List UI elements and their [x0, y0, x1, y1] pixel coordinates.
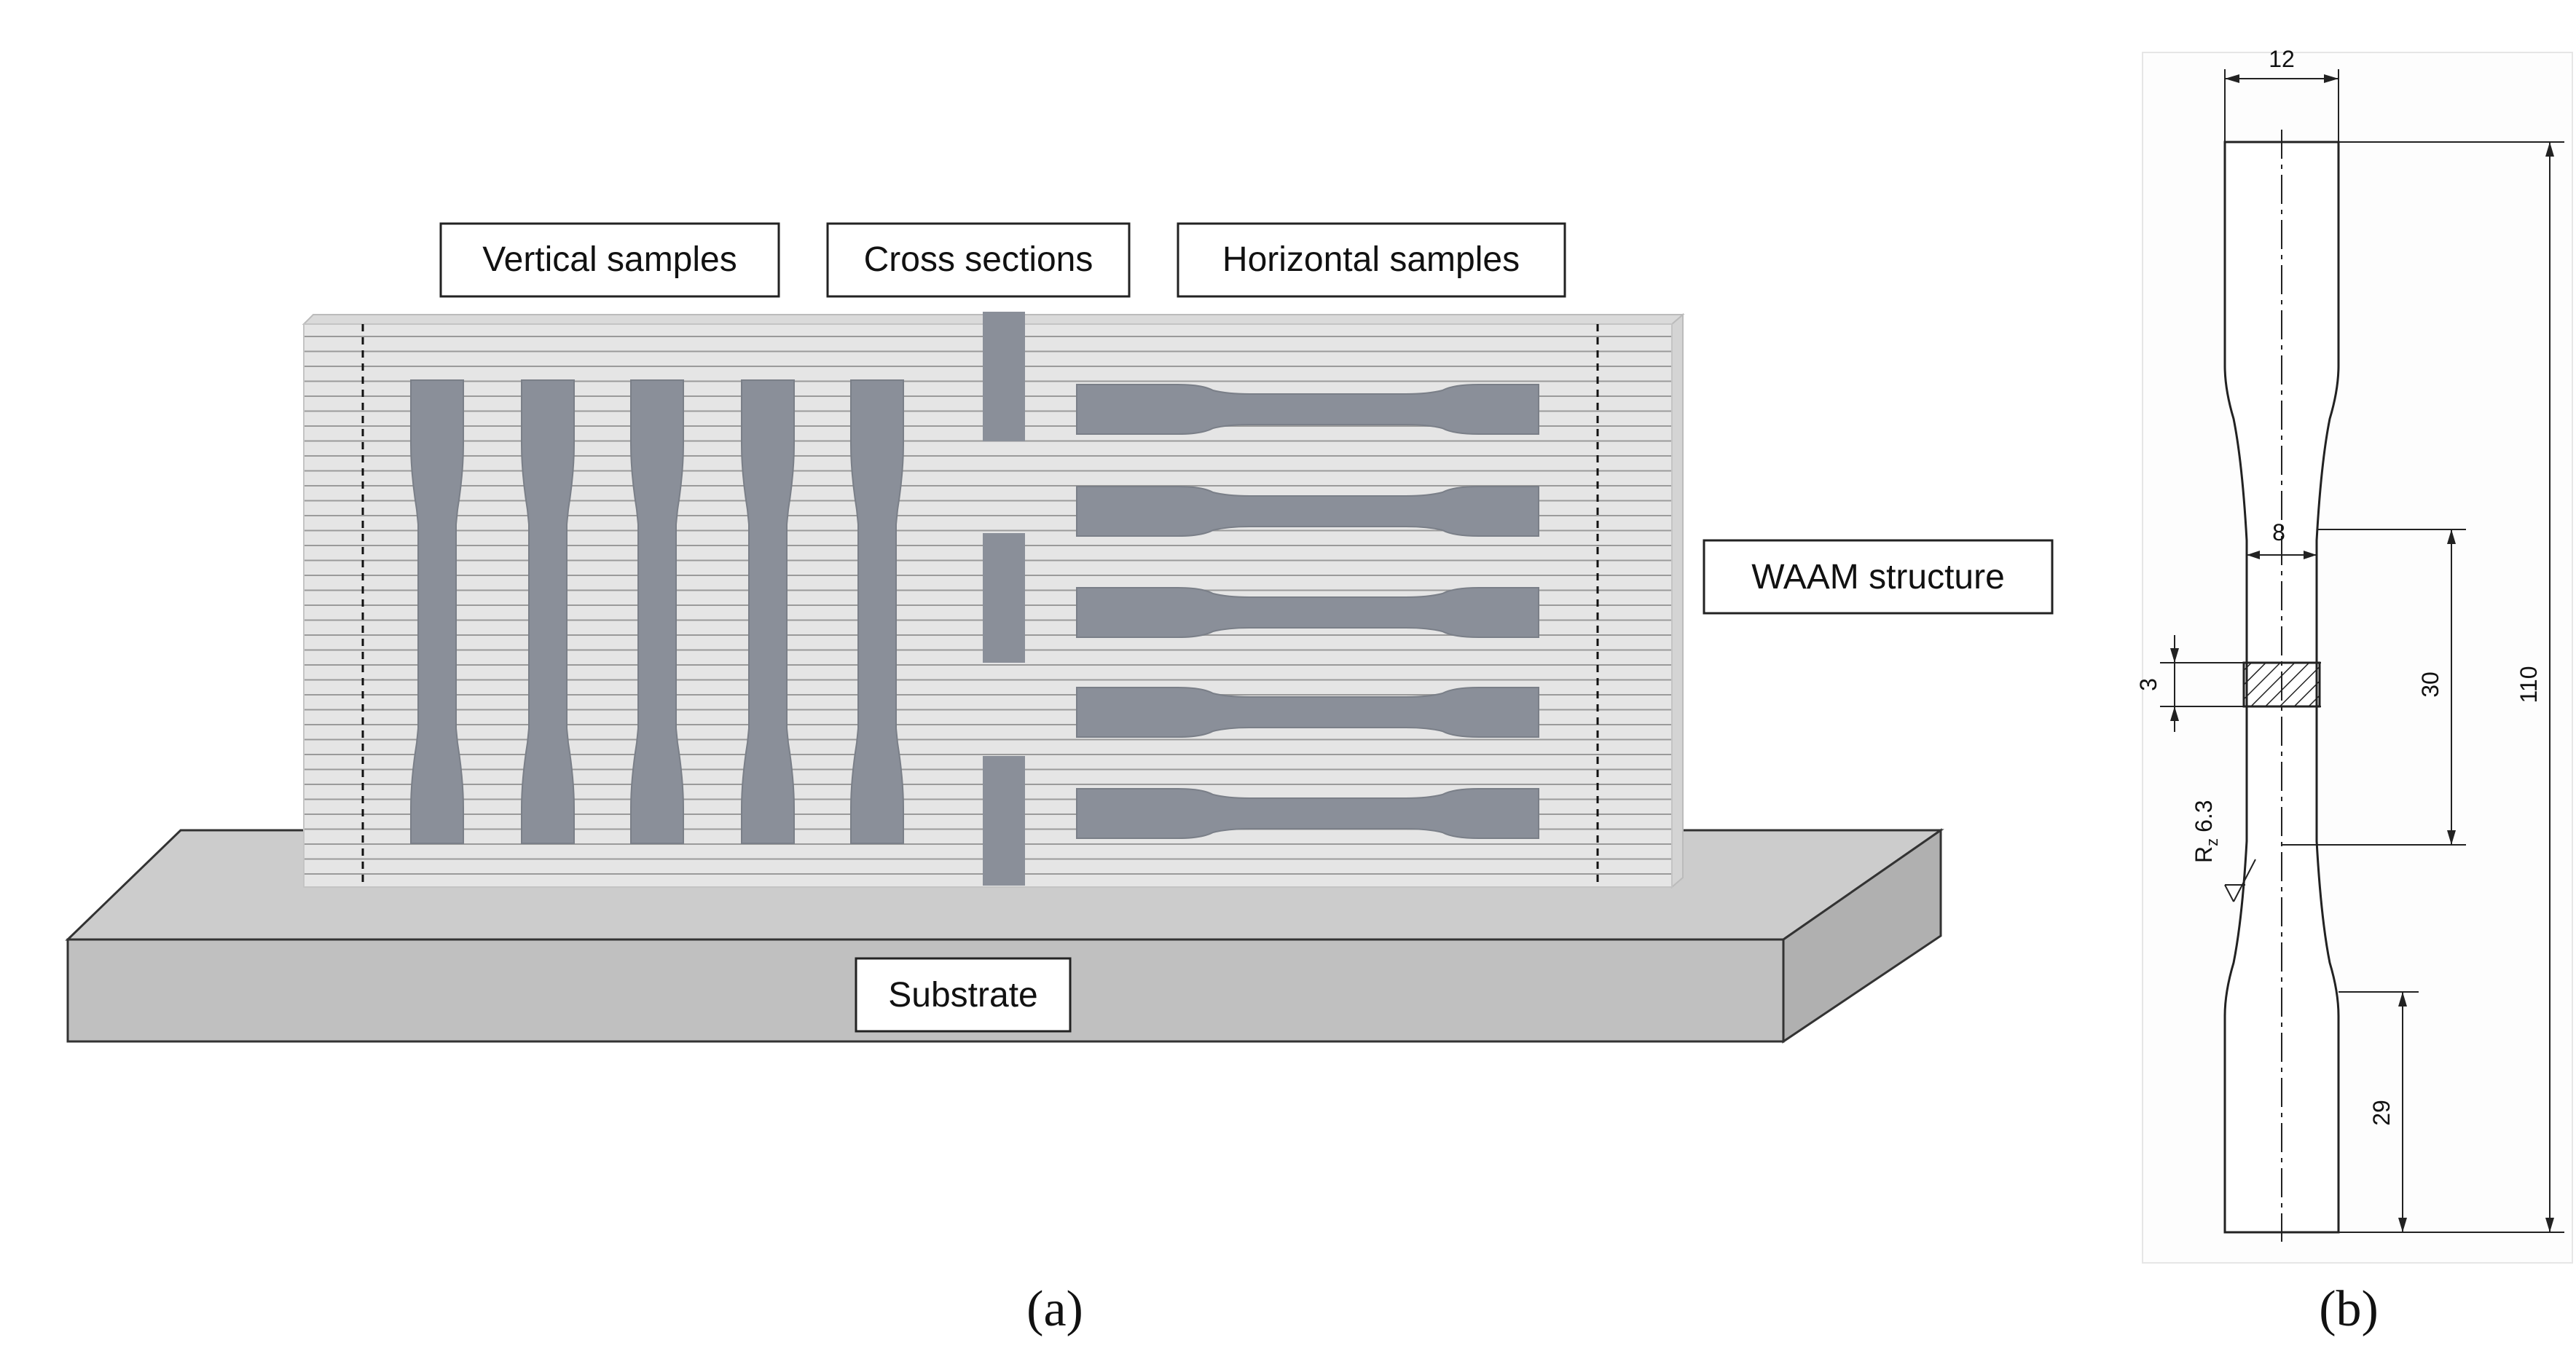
- vertical-samples-group: [410, 379, 904, 844]
- roughness-subscript-text: z: [2203, 838, 2221, 846]
- cross-section-3: [983, 756, 1025, 886]
- dim-110-arrow-bottom: [2545, 1218, 2554, 1232]
- dim-110-arrow-top: [2545, 142, 2554, 157]
- dim-8-text: 8: [2272, 519, 2285, 545]
- horizontal-samples-group: [1076, 384, 1539, 839]
- dim-width-gauge: 8: [2247, 519, 2317, 559]
- dim-8-arrow-left: [2247, 551, 2260, 559]
- caption-b: (b): [2319, 1281, 2379, 1337]
- label-vertical-samples: Vertical samples: [439, 222, 780, 298]
- label-waam-structure: WAAM structure: [1703, 539, 2054, 615]
- dim-width-grip: 12: [2224, 46, 2339, 142]
- dim-12-arrow-left: [2225, 74, 2239, 83]
- vertical-sample-5: [850, 379, 904, 844]
- dim-grip-length: 29: [2339, 991, 2419, 1232]
- label-cross-sections-box: [826, 222, 1131, 298]
- wall-side-face: [1671, 312, 1684, 889]
- dim-3-arrow-top: [2170, 648, 2179, 663]
- dim-29-arrow-bottom: [2398, 1218, 2407, 1232]
- horizontal-sample-2: [1076, 486, 1539, 537]
- dim-29-arrow-top: [2398, 992, 2407, 1006]
- label-waam-structure-text: WAAM structure: [1751, 558, 2005, 596]
- roughness-value-text: 6.3: [2191, 800, 2217, 832]
- dim-3-text: 3: [2135, 678, 2161, 691]
- horizontal-sample-4: [1076, 687, 1539, 738]
- vertical-sample-4: [741, 379, 795, 844]
- roughness-text: Rz 6.3: [2191, 800, 2221, 863]
- roughness-tick-right: [2233, 859, 2256, 902]
- roughness-tick-left: [2224, 884, 2234, 902]
- label-vertical-samples-text: Vertical samples: [482, 240, 737, 279]
- dim-3-arrow-bottom: [2170, 706, 2179, 721]
- roughness-symbol: Rz 6.3: [2191, 800, 2256, 902]
- label-horizontal-samples: Horizontal samples: [1177, 222, 1566, 298]
- label-cross-sections-text: Cross sections: [864, 240, 1093, 279]
- dim-29-text: 29: [2368, 1100, 2395, 1126]
- roughness-symbol-text: R: [2191, 846, 2217, 863]
- label-horizontal-samples-text: Horizontal samples: [1222, 240, 1520, 279]
- dim-30-arrow-top: [2447, 529, 2456, 544]
- horizontal-sample-1: [1076, 384, 1539, 435]
- dim-gauge-length: 30: [2282, 529, 2466, 846]
- dim-12-text: 12: [2269, 46, 2295, 72]
- label-waam-structure-box: [1703, 539, 2054, 615]
- vertical-sample-1: [410, 379, 464, 844]
- cross-sections-group: [983, 312, 1025, 886]
- dim-30-text: 30: [2417, 671, 2443, 698]
- dim-thickness: 3: [2135, 635, 2179, 732]
- dim-110-text: 110: [2516, 666, 2542, 703]
- label-substrate: Substrate: [855, 957, 1072, 1033]
- drawing-frame: [2142, 52, 2573, 1264]
- dim-total-length: 110: [2339, 141, 2564, 1233]
- vertical-sample-3: [630, 379, 684, 844]
- panel-b-tensile-specimen-drawing: 12 8 3 Rz6.3 3: [2135, 46, 2573, 1337]
- label-substrate-box: [855, 957, 1072, 1033]
- cross-section-1: [983, 312, 1025, 441]
- caption-a: (a): [1026, 1281, 1083, 1337]
- label-substrate-text: Substrate: [888, 976, 1037, 1015]
- label-vertical-samples-box: [439, 222, 780, 298]
- horizontal-sample-3: [1076, 587, 1539, 638]
- hatched-cross-section: [2242, 661, 2321, 708]
- panel-a-waam-layout: Vertical samples Cross sections Horizont…: [65, 222, 2054, 1337]
- dim-30-arrow-bottom: [2447, 830, 2456, 845]
- cross-section-2: [983, 533, 1025, 663]
- vertical-sample-2: [521, 379, 575, 844]
- dim-8-arrow-right: [2304, 551, 2317, 559]
- dim-12-arrow-right: [2324, 74, 2339, 83]
- label-cross-sections: Cross sections: [826, 222, 1131, 298]
- label-horizontal-samples-box: [1177, 222, 1566, 298]
- horizontal-sample-5: [1076, 788, 1539, 839]
